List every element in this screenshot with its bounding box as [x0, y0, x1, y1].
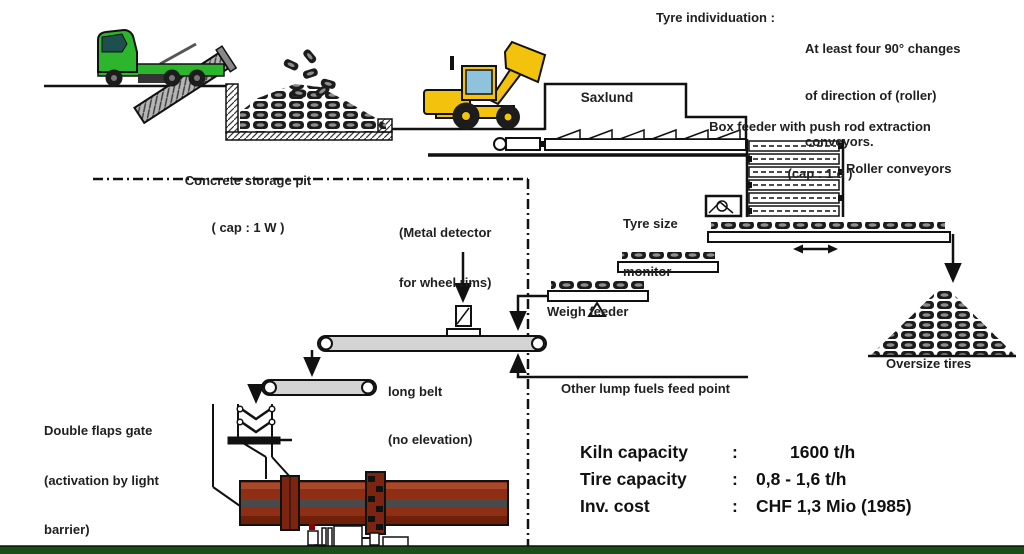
tyre-individuation-label: Tyre individuation : — [656, 10, 775, 25]
wheel-loader — [423, 40, 547, 130]
stat-value: 1600 t/h — [790, 442, 856, 462]
kiln-feed-belt — [247, 379, 377, 404]
saxlund-box-feeder — [428, 82, 748, 157]
footer-bar — [0, 546, 1024, 554]
other-fuels-arrow — [509, 353, 748, 379]
stat-row-kiln-capacity: Kiln capacity : 1600 t/h — [580, 439, 912, 466]
tyre-size-monitor-label: Tyre size monitor — [623, 216, 678, 279]
roller-conveyors-stack — [745, 139, 845, 217]
stat-colon: : — [732, 469, 738, 489]
loader-window — [465, 69, 493, 95]
double-flaps-gate — [212, 404, 292, 507]
tire-pile — [240, 84, 386, 132]
stat-row-inv-cost: Inv. cost : CHF 1,3 Mio (1985) — [580, 493, 912, 520]
stat-colon: : — [732, 496, 738, 516]
loader-wheels — [452, 102, 520, 130]
system-boundary-line — [93, 177, 530, 546]
stat-label: Inv. cost — [580, 496, 650, 516]
weigh-feeder — [509, 281, 649, 331]
roller-conveyors-label: Roller conveyors — [846, 161, 952, 176]
other-lump-fuels-label: Other lump fuels feed point — [561, 381, 731, 396]
metal-detector — [446, 252, 481, 337]
weigh-to-belt-arrow — [509, 294, 548, 331]
dump-truck — [97, 28, 337, 125]
truck-wheels — [105, 69, 206, 87]
double-flaps-gate-label: Double flaps gate (activation by light b… — [44, 423, 159, 537]
long-belt-label: long belt (no elevation) — [388, 384, 473, 447]
note-line: At least four 90° changes — [805, 41, 961, 56]
oversize-tires-pile — [868, 291, 1016, 358]
tyre-size-monitor-icon — [704, 194, 743, 218]
push-rod-scrapers — [555, 128, 741, 140]
stat-value: CHF 1,3 Mio (1985) — [756, 496, 912, 516]
shut-off-gate — [227, 436, 281, 445]
saxlund-label: Saxlund — [580, 90, 634, 105]
weigh-fulcrum — [587, 301, 607, 317]
tyre-individuation-note: At least four 90° changes of direction o… — [805, 10, 960, 165]
push-rod-cylinder — [493, 137, 546, 151]
box-feeder-label: Box feeder with push rod extraction (cap… — [709, 119, 931, 181]
loader-bucket — [503, 40, 547, 84]
concrete-pit-label: Concrete storage pit ( cap : 1 W ) — [184, 173, 312, 235]
kiln-drive-unit — [307, 524, 409, 554]
bidirectional-arrow — [793, 244, 838, 254]
note-line: conveyors. — [805, 134, 874, 149]
stat-row-tire-capacity: Tire capacity : 0,8 - 1,6 t/h — [580, 466, 912, 493]
rotary-kiln — [239, 471, 509, 535]
truck-window — [101, 33, 128, 53]
stat-value: 0,8 - 1,6 t/h — [756, 469, 847, 489]
oversize-tires-label: Oversize tires — [886, 356, 972, 371]
note-line: of direction of (roller) — [805, 87, 937, 103]
long-belt — [303, 335, 748, 379]
middle-conveyor — [617, 252, 719, 273]
metal-detector-label: (Metal detector for wheel rims) — [399, 225, 492, 290]
sorting-conveyor — [707, 222, 962, 283]
capacity-stats-block: Kiln capacity : 1600 t/h Tire capacity :… — [580, 439, 912, 520]
weigh-feeder-label: Weigh feeder — [547, 304, 629, 319]
stat-colon: : — [732, 442, 738, 462]
stat-label: Kiln capacity — [580, 442, 688, 462]
stat-label: Tire capacity — [580, 469, 687, 489]
